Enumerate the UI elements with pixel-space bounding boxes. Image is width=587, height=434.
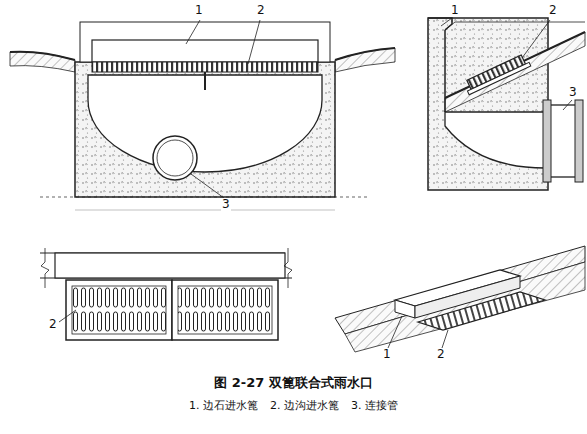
callout-number: 1 bbox=[450, 4, 460, 17]
figure-caption: 图 2-27 双篦联合式雨水口 bbox=[0, 374, 587, 392]
isometric-view bbox=[335, 246, 585, 352]
callout-number: 2 bbox=[436, 348, 446, 361]
callout-number: 3 bbox=[568, 86, 578, 99]
part-name: 1. 边石进水篦 bbox=[189, 398, 258, 413]
plan-view bbox=[40, 248, 292, 340]
callout-number: 2 bbox=[48, 318, 58, 331]
callout-number: 3 bbox=[221, 198, 231, 211]
part-name: 3. 连接管 bbox=[351, 398, 398, 413]
callout-number: 2 bbox=[548, 4, 558, 17]
part-name: 2. 边沟进水篦 bbox=[270, 398, 339, 413]
callout-number: 2 bbox=[256, 4, 266, 17]
callout-number: 1 bbox=[382, 348, 392, 361]
callout-number: 1 bbox=[194, 4, 204, 17]
part-list: 1. 边石进水篦 2. 边沟进水篦 3. 连接管 bbox=[0, 398, 587, 413]
section-front bbox=[10, 20, 395, 210]
section-side bbox=[428, 18, 585, 190]
